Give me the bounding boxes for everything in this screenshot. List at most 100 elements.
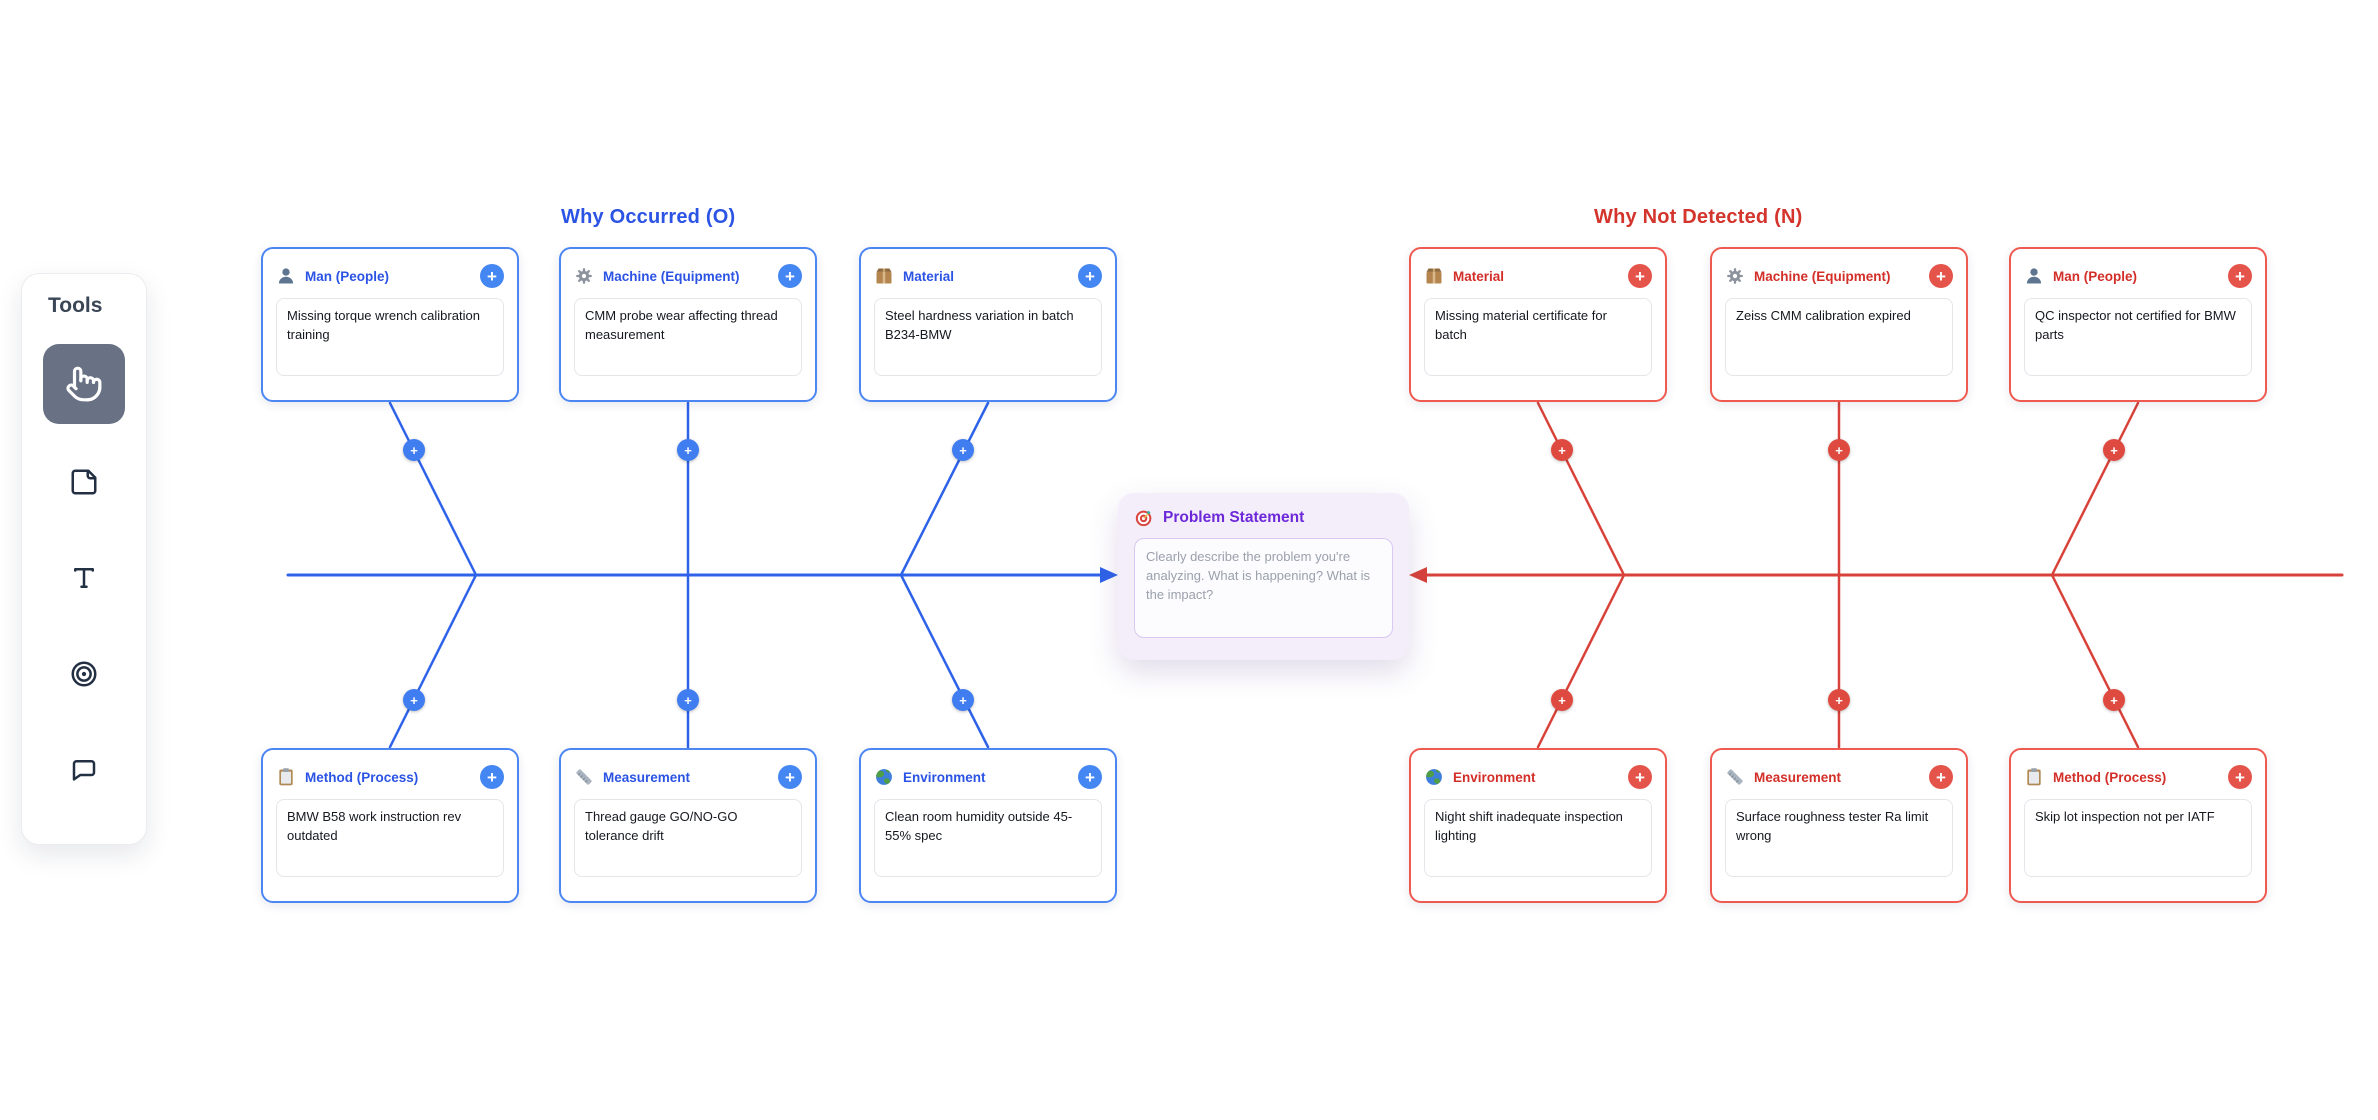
- occurred-heading: Why Occurred (O): [561, 206, 736, 228]
- plus-icon: +: [2235, 767, 2245, 787]
- problem-statement-card: Problem Statement: [1118, 493, 1409, 660]
- gear-icon: [574, 266, 594, 286]
- sticky-note-icon: [69, 467, 99, 497]
- hand-pointer-icon: [65, 365, 103, 403]
- branch-add-node[interactable]: +: [677, 439, 699, 461]
- plus-icon: +: [1936, 767, 1946, 787]
- card-header: Measurement +: [1725, 765, 1953, 789]
- cause-text-box[interactable]: Missing material certificate for batch: [1424, 298, 1652, 376]
- cause-card: Man (People) + Missing torque wrench cal…: [261, 247, 519, 402]
- plus-icon: +: [1835, 442, 1843, 458]
- add-cause-button[interactable]: +: [1628, 765, 1652, 789]
- cause-text-box[interactable]: Zeiss CMM calibration expired: [1725, 298, 1953, 376]
- plus-icon: +: [1558, 692, 1566, 708]
- branch-add-node[interactable]: +: [2103, 439, 2125, 461]
- card-header: Man (People) +: [2024, 264, 2252, 288]
- branch-add-node[interactable]: +: [952, 689, 974, 711]
- add-cause-button[interactable]: +: [480, 264, 504, 288]
- category-label: Measurement: [1754, 769, 1842, 785]
- problem-statement-input[interactable]: [1134, 538, 1393, 638]
- plus-icon: +: [410, 442, 418, 458]
- speech-bubble-icon: [69, 755, 99, 785]
- category-label: Material: [1453, 268, 1505, 284]
- cause-card: Machine (Equipment) + CMM probe wear aff…: [559, 247, 817, 402]
- branch-add-node[interactable]: +: [1551, 439, 1573, 461]
- dartboard-icon: [1134, 508, 1154, 528]
- tool-target-button[interactable]: [43, 626, 125, 722]
- plus-icon: +: [1635, 266, 1645, 286]
- globe-icon: [1424, 767, 1444, 787]
- cause-card: Method (Process) + BMW B58 work instruct…: [261, 748, 519, 903]
- clipboard-icon: [276, 767, 296, 787]
- card-header: Machine (Equipment) +: [574, 264, 802, 288]
- not-detected-heading: Why Not Detected (N): [1594, 206, 1803, 228]
- category-label: Machine (Equipment): [603, 268, 740, 284]
- cause-card: Machine (Equipment) + Zeiss CMM calibrat…: [1710, 247, 1968, 402]
- add-cause-button[interactable]: +: [778, 765, 802, 789]
- man-icon: [276, 266, 296, 286]
- card-header: Environment +: [1424, 765, 1652, 789]
- branch-add-node[interactable]: +: [677, 689, 699, 711]
- branch-add-node[interactable]: +: [1828, 439, 1850, 461]
- branch-add-node[interactable]: +: [1828, 689, 1850, 711]
- plus-icon: +: [1635, 767, 1645, 787]
- problem-statement-title: Problem Statement: [1163, 509, 1305, 526]
- plus-icon: +: [684, 692, 692, 708]
- cause-card: Environment + Night shift inadequate ins…: [1409, 748, 1667, 903]
- branch-add-node[interactable]: +: [403, 689, 425, 711]
- add-cause-button[interactable]: +: [1078, 765, 1102, 789]
- ruler-icon: [1725, 767, 1745, 787]
- cause-text-box[interactable]: Clean room humidity outside 45-55% spec: [874, 799, 1102, 877]
- card-header: Method (Process) +: [276, 765, 504, 789]
- plus-icon: +: [785, 767, 795, 787]
- cause-card: Material + Steel hardness variation in b…: [859, 247, 1117, 402]
- cause-text-box[interactable]: BMW B58 work instruction rev outdated: [276, 799, 504, 877]
- cause-text-box[interactable]: CMM probe wear affecting thread measurem…: [574, 298, 802, 376]
- plus-icon: +: [959, 692, 967, 708]
- card-header: Man (People) +: [276, 264, 504, 288]
- add-cause-button[interactable]: +: [1929, 264, 1953, 288]
- cause-card: Method (Process) + Skip lot inspection n…: [2009, 748, 2267, 903]
- tool-text-button[interactable]: [43, 530, 125, 626]
- cause-text-box[interactable]: Missing torque wrench calibration traini…: [276, 298, 504, 376]
- cause-card: Measurement + Surface roughness tester R…: [1710, 748, 1968, 903]
- branch-add-node[interactable]: +: [952, 439, 974, 461]
- cause-text-box[interactable]: Night shift inadequate inspection lighti…: [1424, 799, 1652, 877]
- add-cause-button[interactable]: +: [1929, 765, 1953, 789]
- tool-note-button[interactable]: [43, 434, 125, 530]
- cause-text-box[interactable]: Surface roughness tester Ra limit wrong: [1725, 799, 1953, 877]
- add-cause-button[interactable]: +: [2228, 264, 2252, 288]
- cause-text-box[interactable]: QC inspector not certified for BMW parts: [2024, 298, 2252, 376]
- add-cause-button[interactable]: +: [778, 264, 802, 288]
- card-header: Machine (Equipment) +: [1725, 264, 1953, 288]
- add-cause-button[interactable]: +: [1628, 264, 1652, 288]
- plus-icon: +: [1835, 692, 1843, 708]
- tool-comment-button[interactable]: [43, 722, 125, 818]
- branch-add-node[interactable]: +: [1551, 689, 1573, 711]
- plus-icon: +: [1085, 767, 1095, 787]
- cause-card: Material + Missing material certificate …: [1409, 247, 1667, 402]
- cause-text-box[interactable]: Thread gauge GO/NO-GO tolerance drift: [574, 799, 802, 877]
- ruler-icon: [574, 767, 594, 787]
- cause-card: Measurement + Thread gauge GO/NO-GO tole…: [559, 748, 817, 903]
- plus-icon: +: [1085, 266, 1095, 286]
- globe-icon: [874, 767, 894, 787]
- category-label: Machine (Equipment): [1754, 268, 1891, 284]
- gear-icon: [1725, 266, 1745, 286]
- branch-add-node[interactable]: +: [2103, 689, 2125, 711]
- add-cause-button[interactable]: +: [1078, 264, 1102, 288]
- target-rings-icon: [69, 659, 99, 689]
- branch-add-node[interactable]: +: [403, 439, 425, 461]
- tool-select-button[interactable]: [43, 344, 125, 424]
- add-cause-button[interactable]: +: [2228, 765, 2252, 789]
- plus-icon: +: [2235, 266, 2245, 286]
- cause-text-box[interactable]: Skip lot inspection not per IATF: [2024, 799, 2252, 877]
- add-cause-button[interactable]: +: [480, 765, 504, 789]
- card-header: Environment +: [874, 765, 1102, 789]
- cause-text-box[interactable]: Steel hardness variation in batch B234-B…: [874, 298, 1102, 376]
- category-label: Man (People): [305, 268, 390, 284]
- man-icon: [2024, 266, 2044, 286]
- category-label: Environment: [1453, 769, 1536, 785]
